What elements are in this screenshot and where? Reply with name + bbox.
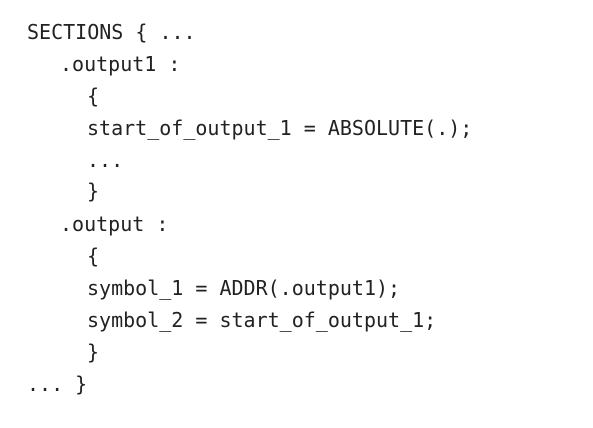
code-line-12: ... } — [27, 372, 88, 396]
code-line-3: { — [87, 84, 100, 108]
code-line-6: } — [87, 179, 100, 203]
code-line-8: { — [87, 244, 100, 268]
code-line-2: .output1 : — [60, 52, 181, 76]
code-line-10: symbol_2 = start_of_output_1; — [87, 308, 437, 332]
code-line-7: .output : — [60, 212, 169, 236]
code-line-9: symbol_1 = ADDR(.output1); — [87, 276, 401, 300]
code-line-11: } — [87, 340, 100, 364]
code-line-4: start_of_output_1 = ABSOLUTE(.); — [87, 116, 473, 140]
code-line-5: ... — [87, 148, 124, 172]
code-line-1: SECTIONS { ... — [27, 20, 196, 44]
